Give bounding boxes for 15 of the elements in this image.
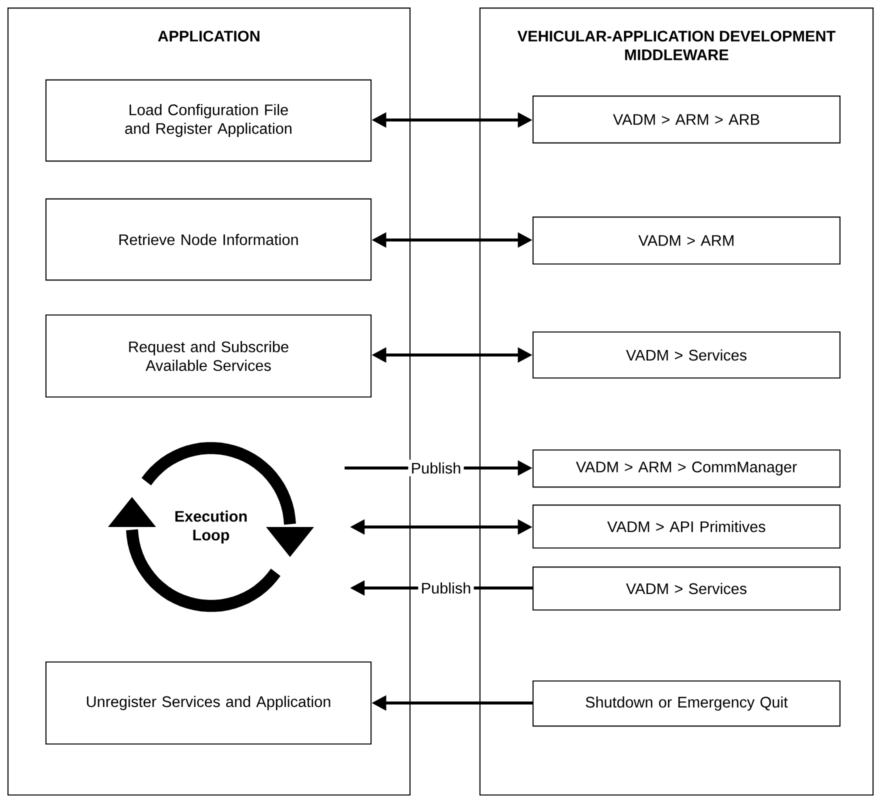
process-box: VADM > ARM xyxy=(532,216,841,264)
loop-arrow-drawing: Execution Loop xyxy=(108,442,314,612)
process-box: Unregister Services and Application xyxy=(45,661,372,745)
process-box: Retrieve Node Information xyxy=(45,198,372,281)
process-box: Shutdown or Emergency Quit xyxy=(532,680,841,727)
edge-label: Publish xyxy=(418,580,474,596)
process-box: VADM > ARM > ARB xyxy=(532,96,841,144)
process-box: Request and Subscribe Available Services xyxy=(45,314,372,398)
process-box: VADM > Services xyxy=(532,331,841,379)
process-box: VADM > API Primitives xyxy=(532,504,841,548)
process-box: Load Configuration File and Register Application xyxy=(45,79,372,162)
process-box: VADM > ARM > CommManager xyxy=(532,449,841,488)
node-label: Execution Loop xyxy=(175,510,247,544)
edge-label: Publish xyxy=(408,460,464,476)
process-box: VADM > Services xyxy=(532,566,841,610)
